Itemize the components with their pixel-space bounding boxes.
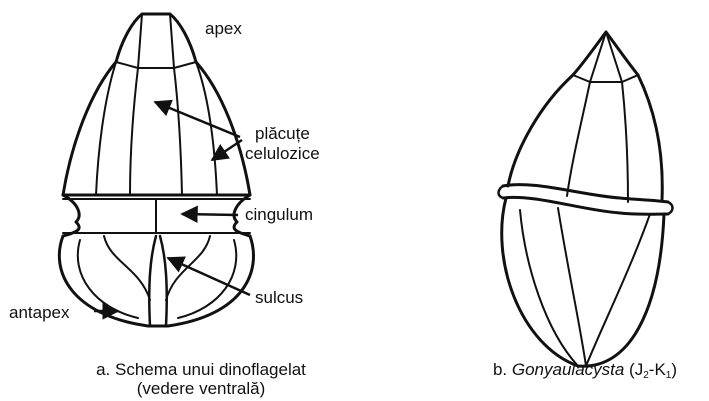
caption-b-prefix: b. bbox=[493, 360, 512, 379]
celulozice-label: celulozice bbox=[245, 145, 320, 163]
caption-b-age-open: (J bbox=[624, 360, 643, 379]
apex-plates bbox=[116, 14, 196, 68]
caption-a-line1: a. Schema unui dinoflagelat bbox=[76, 360, 326, 380]
caption-b: b. Gonyaulacysta (J2-K1) bbox=[470, 360, 700, 386]
gonyaulacysta-epicyst-plates bbox=[567, 82, 628, 202]
hypotheca bbox=[59, 236, 253, 326]
apex-horn bbox=[116, 14, 196, 62]
caption-a-line2: (vedere ventrală) bbox=[76, 379, 326, 399]
cingulum-inner bbox=[63, 199, 250, 233]
caption-b-close: ) bbox=[671, 360, 677, 379]
epitheca-plates bbox=[96, 62, 217, 195]
apex-label: apex bbox=[205, 20, 242, 38]
caption-b-dash: -K bbox=[649, 360, 666, 379]
gonyaulacysta-girdle bbox=[503, 185, 668, 215]
antapex-label: antapex bbox=[9, 304, 70, 322]
caption-b-genus: Gonyaulacysta bbox=[512, 360, 624, 379]
gonyaulacysta-apex-plates bbox=[573, 32, 638, 82]
figure-a-arrows bbox=[94, 102, 250, 311]
gonyaulacysta-drawing bbox=[499, 32, 673, 366]
gonyaulacysta-apex bbox=[573, 32, 638, 75]
cingulum-label: cingulum bbox=[245, 206, 313, 224]
gonyaulacysta-epicyst bbox=[508, 75, 662, 200]
dinoflagellate-schema bbox=[59, 14, 253, 326]
sulcus-label: sulcus bbox=[255, 289, 303, 307]
sulcus-groove bbox=[149, 236, 167, 326]
placute-label: plăcuțe bbox=[255, 125, 310, 143]
